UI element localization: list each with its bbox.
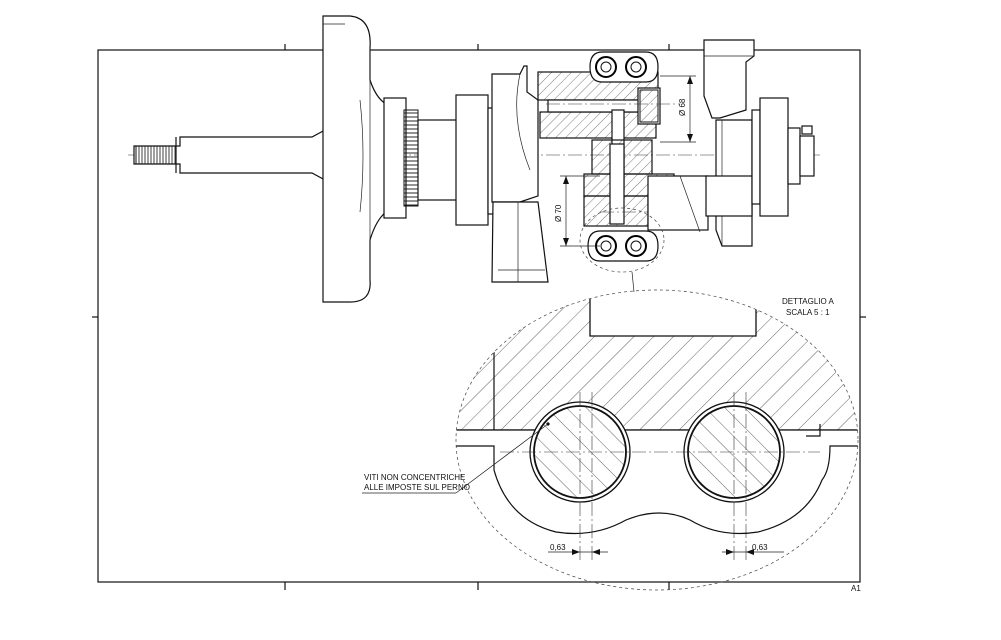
dim-dia-lower-label: Ø 70 <box>554 204 563 222</box>
frame-border <box>97 49 861 583</box>
bolt-pair-top <box>589 51 659 83</box>
note-leader <box>362 422 550 494</box>
dimension-dia-lower <box>560 175 600 247</box>
main-journal <box>417 94 497 226</box>
detail-scale: SCALA 5 : 1 <box>786 308 830 317</box>
detail-boundary <box>455 289 859 591</box>
note-line-2: ALLE IMPOSTE SUL PERNO <box>364 483 470 492</box>
crank-pin-lower <box>583 139 709 233</box>
tone-wheel <box>383 97 419 219</box>
crankshaft-assembly: Ø 68 Ø 70 <box>128 15 820 303</box>
bolt-pair-bottom <box>587 230 659 262</box>
crank-web-right <box>703 39 755 247</box>
sheet-size: A1 <box>851 584 861 593</box>
note-line-1: VITI NON CONCENTRICHE <box>364 473 465 482</box>
detail-title: DETTAGLIO A <box>782 297 835 306</box>
flywheel <box>322 15 387 303</box>
dim-offset-right: 0,63 <box>752 543 768 552</box>
crank-web-left <box>491 65 549 283</box>
detail-a-view <box>455 289 859 591</box>
dim-dia-upper-label: Ø 68 <box>678 98 687 116</box>
dim-offset-left: 0,63 <box>550 543 566 552</box>
detail-a-callout <box>579 207 665 273</box>
dimension-dia-upper <box>660 75 696 143</box>
right-journal <box>751 97 815 217</box>
drawing-frame <box>92 44 866 590</box>
detail-leader <box>631 271 635 293</box>
splined-shaft <box>133 128 326 182</box>
